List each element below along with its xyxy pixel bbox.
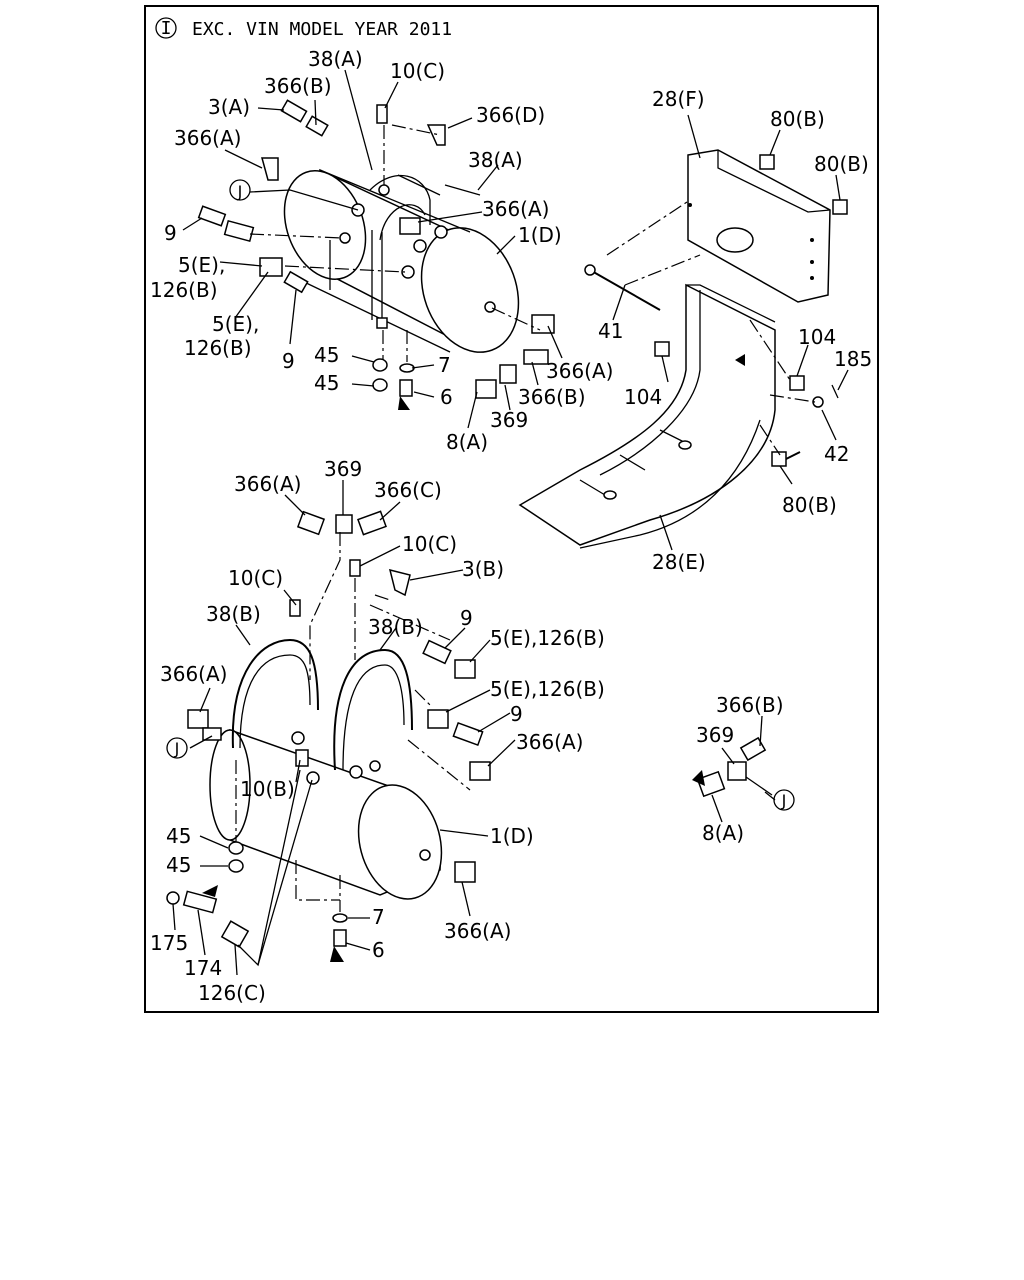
diagram-frame <box>144 5 879 1013</box>
callout: 38(A) <box>468 148 523 172</box>
callout: 38(B) <box>368 615 423 639</box>
callout: 366(B) <box>518 385 586 409</box>
callout: 28(E) <box>652 550 706 574</box>
callout: 369 <box>696 723 734 747</box>
callout: 10(C) <box>390 59 445 83</box>
upper-fittings <box>197 99 555 410</box>
callout: 38(B) <box>206 602 261 626</box>
callout: 366(A) <box>444 919 511 943</box>
header-title: EXC. VIN MODEL YEAR 2011 <box>192 19 452 40</box>
header-circle-letter: I <box>161 18 172 39</box>
callout: 5(E),126(B) <box>490 677 605 701</box>
callout: 369 <box>324 457 362 481</box>
callout: 366(A) <box>234 472 301 496</box>
callout: 366(B) <box>716 693 784 717</box>
connector-j-icon <box>773 789 795 811</box>
callout: 366(B) <box>264 74 332 98</box>
callout: 175 <box>150 931 188 955</box>
callout: 9 <box>164 221 177 245</box>
diagram-header: I EXC. VIN MODEL YEAR 2011 <box>155 17 452 40</box>
lower-fittings <box>166 510 491 962</box>
callout: 38(A) <box>308 47 363 71</box>
callout: 174 <box>184 956 222 980</box>
callout: 10(C) <box>228 566 283 590</box>
callout: 8(A) <box>446 430 488 454</box>
callout: 366(A) <box>174 126 241 150</box>
callout: 80(B) <box>770 107 825 131</box>
callout: 126(B) <box>184 336 252 360</box>
callout: 9 <box>510 702 523 726</box>
callout: 3(A) <box>208 95 250 119</box>
callout: 41 <box>598 319 623 343</box>
callout: 5(E), <box>178 253 225 277</box>
callout: 7 <box>438 353 451 377</box>
callout: 1(D) <box>518 223 562 247</box>
callout: J <box>237 182 243 201</box>
callout: 126(C) <box>198 981 266 1005</box>
connector-j-icon <box>166 737 188 759</box>
callout: J <box>174 739 180 758</box>
callout: 6 <box>440 385 453 409</box>
callout: 366(A) <box>482 197 549 221</box>
callout: 80(B) <box>814 152 869 176</box>
callout-labels: 38(A) 366(B) 10(C) 3(A) 366(D) 366(A) 38… <box>150 47 872 1005</box>
callout: 104 <box>624 385 662 409</box>
callout: 45 <box>314 343 339 367</box>
callout: 6 <box>372 938 385 962</box>
callout: 45 <box>314 371 339 395</box>
callout: 5(E),126(B) <box>490 626 605 650</box>
callout: 366(D) <box>476 103 545 127</box>
callout: 366(C) <box>374 478 442 502</box>
callout: 42 <box>824 442 849 466</box>
callout: 104 <box>798 325 836 349</box>
callout: 10(B) <box>240 777 295 801</box>
callout: 7 <box>372 905 385 929</box>
connector-j-icon <box>229 179 251 201</box>
callout: 366(A) <box>516 730 583 754</box>
detail-valve-assembly <box>692 736 773 798</box>
callout: 28(F) <box>652 87 705 111</box>
callout: 366(A) <box>546 359 613 383</box>
callout: 80(B) <box>782 493 837 517</box>
callout: 9 <box>282 349 295 373</box>
callout: 45 <box>166 853 191 877</box>
callout: 8(A) <box>702 821 744 845</box>
callout: 126(B) <box>150 278 218 302</box>
callout: 5(E), <box>212 312 259 336</box>
callout: 10(C) <box>402 532 457 556</box>
callout: 9 <box>460 606 473 630</box>
callout: J <box>781 791 787 810</box>
callout: 1(D) <box>490 824 534 848</box>
callout: 369 <box>490 408 528 432</box>
mounting-bracket <box>518 149 848 549</box>
callout: 45 <box>166 824 191 848</box>
lower-air-tank <box>209 638 443 900</box>
upper-air-tank <box>283 168 520 353</box>
callout: 185 <box>834 347 872 371</box>
callout: 3(B) <box>462 557 504 581</box>
circle-marker-icon <box>155 17 177 39</box>
callout: 366(A) <box>160 662 227 686</box>
leader-lines <box>172 69 849 976</box>
